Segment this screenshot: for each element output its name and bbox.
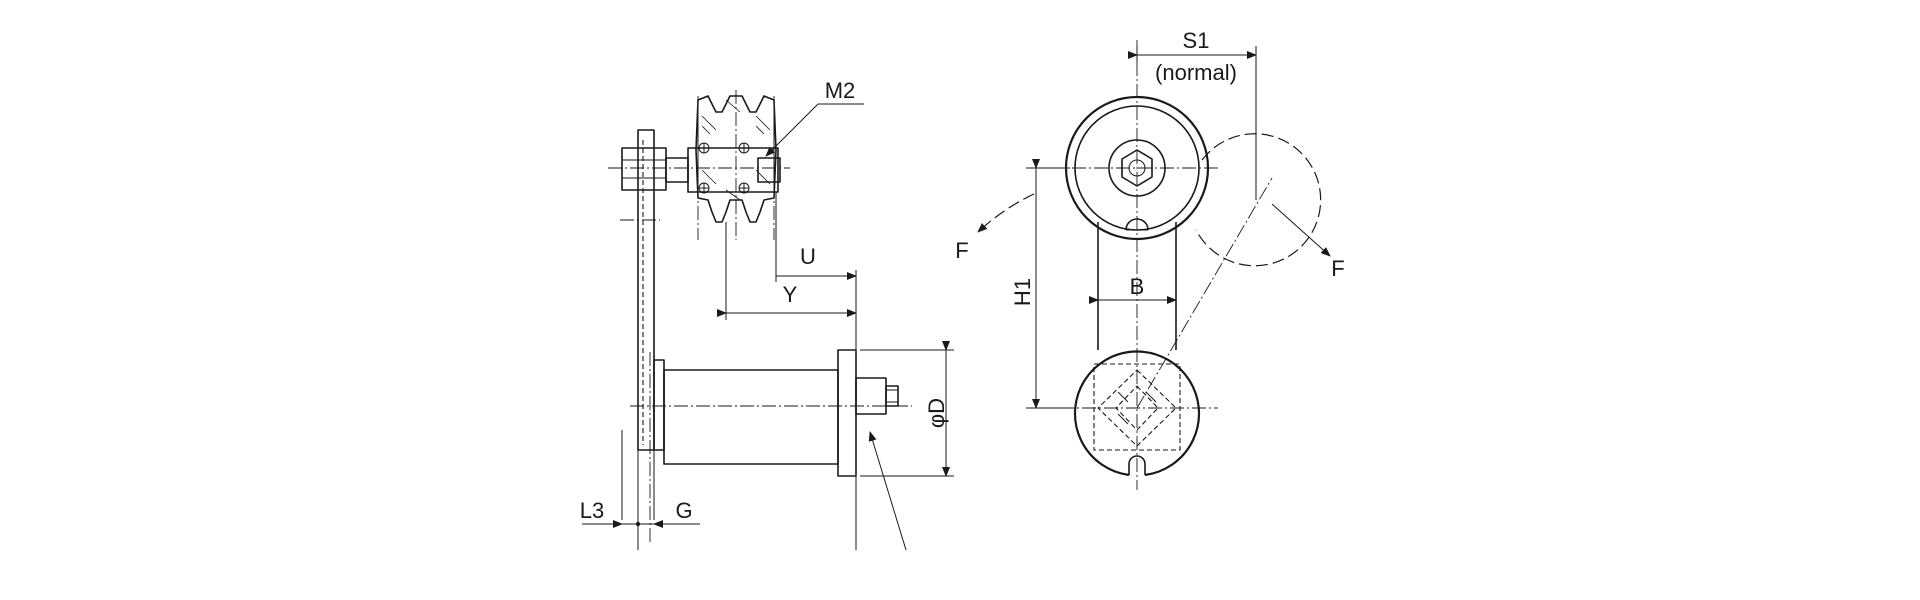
force-left: F — [955, 193, 1035, 263]
sprocket — [687, 90, 779, 240]
front-view: S1 (normal) H1 B F F — [955, 28, 1345, 490]
dimension-l3-g: L3 G — [580, 430, 700, 550]
dimension-b-label: B — [1130, 274, 1145, 299]
dimension-g-label: G — [675, 498, 692, 523]
dimension-s1-label: S1 — [1183, 28, 1210, 53]
dimension-s1-note: (normal) — [1155, 60, 1237, 85]
dimension-h1: H1 — [1010, 159, 1070, 409]
dimension-y-label: Y — [783, 282, 798, 307]
leader-m2: M2 — [765, 78, 864, 157]
dimension-u-label: U — [800, 244, 816, 269]
side-view: U Y φD L3 G — [580, 78, 954, 551]
force-right: F — [1271, 203, 1345, 281]
dimension-h1-label: H1 — [1010, 278, 1035, 306]
dimension-s1: S1 (normal) — [1128, 28, 1257, 200]
arm-body — [1097, 222, 1177, 350]
force-left-label: F — [955, 238, 968, 263]
arm-nut — [621, 147, 667, 191]
dimension-d-label: φD — [924, 398, 949, 428]
dimension-u: U — [775, 192, 857, 350]
pivot-shaft — [665, 157, 781, 183]
swing-line — [1136, 177, 1273, 409]
leader-m2-label: M2 — [825, 78, 856, 103]
dimension-y: Y — [717, 222, 857, 352]
dimension-b: B — [1089, 274, 1177, 304]
dimension-l3-label: L3 — [580, 498, 604, 523]
hub-body — [630, 349, 912, 545]
swing-circle — [1195, 133, 1322, 267]
dimension-d: φD — [860, 341, 954, 477]
leader-bolt — [855, 431, 907, 551]
arm-plate — [637, 129, 655, 451]
force-right-label: F — [1331, 256, 1344, 281]
